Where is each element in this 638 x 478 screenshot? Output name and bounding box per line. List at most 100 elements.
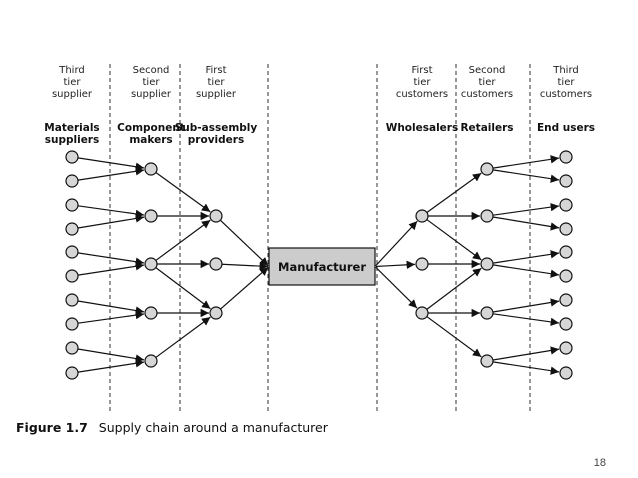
role-label: suppliers: [45, 134, 100, 146]
tier-label: Third: [58, 65, 85, 76]
tier-node: [480, 354, 494, 368]
tier-label: supplier: [196, 89, 237, 100]
tier-label: tier: [414, 77, 432, 88]
tier-node: [559, 293, 573, 307]
flow-arrows: [77, 155, 560, 375]
tier-label: customers: [461, 89, 513, 100]
tier-node: [559, 150, 573, 164]
flow-arrow: [77, 252, 145, 266]
flow-arrow: [492, 155, 560, 169]
tier-node: [65, 293, 79, 307]
tier-node: [144, 257, 158, 271]
tier-label: tier: [208, 77, 226, 88]
tier-node: [480, 257, 494, 271]
tier-node: [559, 269, 573, 283]
flow-arrow: [492, 298, 560, 313]
flow-arrow: [155, 172, 211, 213]
tier-label: Second: [133, 65, 170, 76]
flow-arrow: [426, 316, 482, 358]
tier-node: [65, 174, 79, 188]
flow-arrow: [426, 219, 482, 261]
flow-arrow: [220, 266, 269, 310]
manufacturer-label: Manufacturer: [278, 260, 366, 274]
column-headers: ThirdtiersupplierMaterialssuppliersSecon…: [44, 65, 595, 146]
role-label: Retailers: [460, 122, 513, 134]
role-label: providers: [188, 134, 244, 146]
tier-label: customers: [396, 89, 448, 100]
flow-arrow: [492, 264, 560, 278]
flow-arrow: [426, 172, 482, 213]
flow-arrow: [492, 313, 560, 327]
flow-arrow: [492, 250, 560, 264]
flow-arrow: [77, 167, 145, 181]
flow-arrow: [77, 348, 145, 363]
flow-arrow: [77, 359, 145, 373]
tier-label: First: [411, 65, 432, 76]
flow-arrow: [492, 169, 560, 183]
tier-node: [65, 245, 79, 259]
tier-nodes: [65, 150, 573, 380]
flow-arrow: [77, 310, 145, 324]
flow-arrow: [375, 220, 418, 267]
flow-arrow: [492, 202, 560, 216]
flow-arrow: [492, 346, 560, 361]
figure-background: [14, 62, 598, 430]
tier-node: [65, 341, 79, 355]
tier-label: tier: [479, 77, 497, 88]
tier-node: [144, 306, 158, 320]
tier-node: [415, 257, 429, 271]
flow-arrow: [221, 261, 269, 271]
role-label: End users: [537, 122, 595, 134]
caption-figure-number: Figure 1.7: [16, 420, 88, 435]
tier-node: [65, 222, 79, 236]
tier-node: [559, 245, 573, 259]
tier-node: [415, 209, 429, 223]
page-number: 18: [594, 457, 606, 469]
role-label: Component: [117, 122, 185, 134]
tier-label: Third: [552, 65, 579, 76]
tier-node: [65, 150, 79, 164]
tier-label: tier: [143, 77, 161, 88]
tier-label: tier: [64, 77, 82, 88]
caption-text: Supply chain around a manufacturer: [99, 420, 329, 435]
tier-label: tier: [558, 77, 576, 88]
tier-node: [480, 162, 494, 176]
tier-node: [144, 209, 158, 223]
tier-label: Second: [469, 65, 506, 76]
role-label: Sub-assembly: [175, 122, 258, 134]
flow-arrow: [375, 266, 418, 309]
flow-arrow: [426, 267, 482, 310]
tier-label: First: [205, 65, 226, 76]
figure-caption: Figure 1.7 Supply chain around a manufac…: [16, 420, 329, 435]
flow-arrow: [492, 361, 560, 375]
tier-label: supplier: [131, 89, 172, 100]
tier-node: [559, 317, 573, 331]
role-label: Materials: [44, 122, 99, 134]
tier-node: [144, 354, 158, 368]
tier-node: [559, 174, 573, 188]
tier-node: [480, 306, 494, 320]
tier-node: [144, 162, 158, 176]
flow-arrow: [155, 267, 211, 310]
tier-node: [209, 257, 223, 271]
flow-arrow: [375, 260, 416, 270]
tier-node: [415, 306, 429, 320]
tier-label: supplier: [52, 89, 93, 100]
tier-node: [65, 198, 79, 212]
tier-node: [65, 269, 79, 283]
flow-arrow: [219, 219, 269, 267]
tier-node: [559, 366, 573, 380]
tier-label: customers: [540, 89, 592, 100]
tier-node: [65, 317, 79, 331]
tier-node: [559, 341, 573, 355]
tier-node: [480, 209, 494, 223]
flow-arrow: [155, 219, 211, 261]
flow-arrow: [77, 262, 145, 276]
manufacturer-box: Manufacturer: [268, 247, 376, 286]
flow-arrow: [155, 316, 211, 358]
tier-node: [559, 222, 573, 236]
flow-arrow: [77, 300, 145, 315]
flow-arrow: [77, 214, 145, 229]
role-label: Wholesalers: [386, 122, 458, 134]
